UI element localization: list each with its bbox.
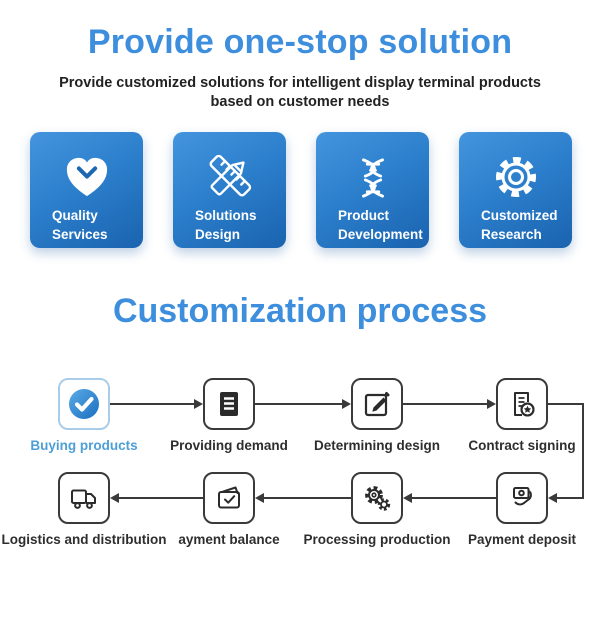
flow-step-logistics-distribution: [58, 472, 110, 524]
flow-step-contract-signing: [496, 378, 548, 430]
arrow-right-icon: [194, 399, 203, 409]
check-circle-icon: [69, 389, 99, 419]
feature-card-label: Quality Services: [30, 200, 143, 244]
flow-connector-line: [582, 403, 584, 499]
flow-step-payment-deposit: [496, 472, 548, 524]
flow-connector-line: [548, 403, 584, 405]
arrow-left-icon: [110, 493, 119, 503]
flow-step-determining-design: [351, 378, 403, 430]
feature-card-solutions-design: Solutions Design: [173, 132, 286, 248]
flow-step-providing-demand: [203, 378, 255, 430]
feature-card-customized-research: Customized Research: [459, 132, 572, 248]
heart-check-icon: [30, 132, 143, 200]
page-title: Provide one-stop solution: [87, 23, 513, 61]
feature-card-label-line2: Research: [481, 227, 542, 242]
payment-hand-icon: [513, 487, 532, 506]
flow-connector-line: [556, 497, 584, 499]
feature-card-row: Quality Services Solutions Design: [30, 132, 572, 248]
flow-connector-line: [412, 497, 496, 499]
edit-pencil-icon: [364, 392, 390, 417]
flow-connector-line: [119, 497, 203, 499]
arrow-left-icon: [403, 493, 412, 503]
document-icon: [220, 392, 238, 416]
feature-card-label-line1: Customized: [481, 208, 558, 223]
flow-connector-line: [403, 403, 488, 405]
feature-card-label: Solutions Design: [173, 200, 286, 244]
feature-card-label-line2: Design: [195, 227, 241, 242]
flow-connector-line: [110, 403, 195, 405]
flow-label-providing-demand: Providing demand: [170, 438, 288, 453]
feature-card-label-line2: Development: [338, 227, 423, 242]
dna-icon: [316, 132, 429, 200]
feature-card-label-line1: Solutions: [195, 208, 257, 223]
customization-flowchart: Buying products Providing demand Determi…: [0, 370, 600, 600]
arrow-right-icon: [342, 399, 351, 409]
page-subtitle: Provide customized solutions for intelli…: [0, 74, 600, 112]
flow-label-contract-signing: Contract signing: [468, 438, 576, 453]
feature-card-label-line2: Services: [52, 227, 108, 242]
gear-icon: [459, 132, 572, 200]
flow-label-payment-balance: ayment balance: [178, 532, 280, 547]
page-subtitle-line1: Provide customized solutions for intelli…: [59, 75, 541, 91]
flow-label-logistics-distribution: Logistics and distribution: [1, 532, 167, 547]
gears-icon: [365, 486, 391, 511]
flow-label-determining-design: Determining design: [313, 438, 440, 453]
flow-step-buying-products: [58, 378, 110, 430]
feature-card-quality-services: Quality Services: [30, 132, 143, 248]
wallet-check-icon: [218, 486, 240, 509]
feature-card-label: Customized Research: [459, 200, 572, 244]
flow-label-processing-production: Processing production: [303, 532, 451, 547]
arrow-left-icon: [255, 493, 264, 503]
flow-connector-line: [264, 497, 351, 499]
contract-star-icon: [514, 392, 535, 417]
flow-connector-line: [255, 403, 343, 405]
arrow-left-icon: [548, 493, 557, 503]
process-title: Customization process: [112, 292, 488, 330]
feature-card-label-line1: Quality: [52, 208, 98, 223]
feature-card-label-line1: Product: [338, 208, 390, 223]
feature-card-label: Product Development: [316, 200, 429, 244]
arrow-right-icon: [487, 399, 496, 409]
truck-icon: [71, 489, 96, 509]
flow-step-payment-balance: [203, 472, 255, 524]
page-subtitle-line2: based on customer needs: [210, 94, 390, 110]
ruler-pencil-icon: [173, 132, 286, 200]
flow-label-buying-products: Buying products: [30, 438, 138, 453]
feature-card-product-development: Product Development: [316, 132, 429, 248]
flow-step-processing-production: [351, 472, 403, 524]
flow-label-payment-deposit: Payment deposit: [467, 532, 577, 547]
